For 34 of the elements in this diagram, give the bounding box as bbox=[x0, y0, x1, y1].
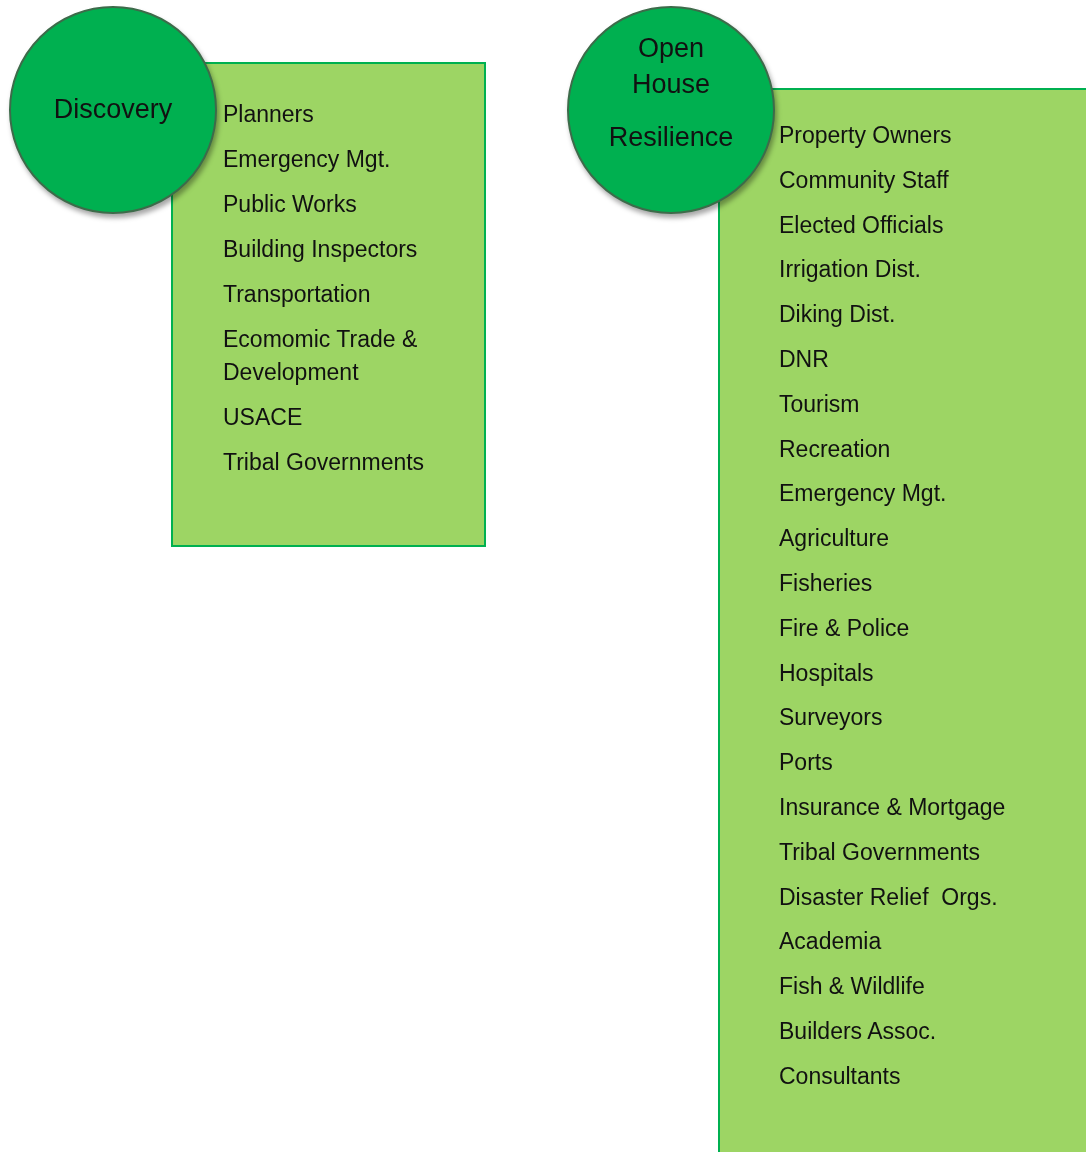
list-item: Irrigation Dist. bbox=[779, 255, 921, 285]
list-item: Fire & Police bbox=[779, 613, 910, 643]
list-item: Diking Dist. bbox=[779, 300, 896, 330]
list-item: Emergency Mgt. bbox=[223, 145, 391, 174]
list-item: Planners bbox=[223, 100, 314, 129]
list-item: DNR bbox=[779, 345, 829, 374]
circle-label: Resilience bbox=[607, 121, 735, 154]
list-item: Transportation bbox=[223, 280, 371, 309]
circle-label: Open House bbox=[630, 32, 711, 101]
list-item: Elected Officials bbox=[779, 210, 944, 240]
list-item: Tourism bbox=[779, 389, 860, 419]
list-item: Fish & Wildlife bbox=[779, 972, 925, 1002]
list-item: Community Staff bbox=[779, 165, 949, 195]
list-box bbox=[171, 62, 486, 547]
list-item: Building Inspectors bbox=[223, 235, 418, 264]
list-item: Ecomomic Trade & Development bbox=[223, 325, 419, 387]
list-item: Surveyors bbox=[779, 703, 883, 733]
list-item: Disaster Relief Orgs. bbox=[779, 882, 998, 912]
list-item: Hospitals bbox=[779, 658, 874, 688]
list-item: Fisheries bbox=[779, 569, 873, 598]
list-item: Tribal Governments bbox=[223, 448, 425, 477]
list-item: Tribal Governments bbox=[779, 837, 981, 867]
list-item: Ports bbox=[779, 748, 833, 778]
list-item: Academia bbox=[779, 927, 882, 957]
circle-label: Discovery bbox=[52, 93, 174, 126]
list-item: USACE bbox=[223, 403, 303, 432]
list-item: Builders Assoc. bbox=[779, 1017, 937, 1046]
list-item: Public Works bbox=[223, 190, 357, 219]
list-item: Recreation bbox=[779, 434, 891, 464]
list-item: Property Owners bbox=[779, 121, 952, 150]
list-item: Emergency Mgt. bbox=[779, 479, 947, 509]
list-item: Insurance & Mortgage bbox=[779, 793, 1006, 822]
list-item: Agriculture bbox=[779, 524, 889, 554]
list-item: Consultants bbox=[779, 1061, 901, 1091]
